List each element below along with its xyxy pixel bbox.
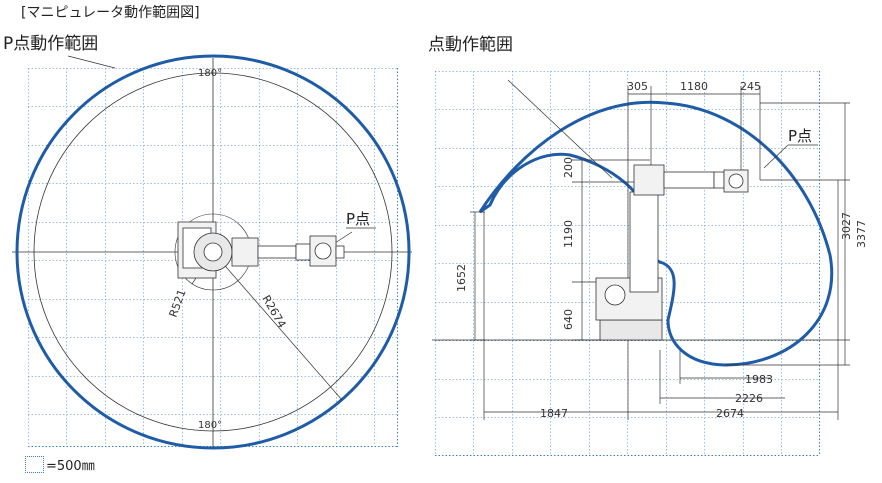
left-top-view: 180° 180° P点 R521 R2674: [12, 54, 412, 450]
right-left-dim-3: 640: [562, 309, 575, 330]
right-top-dim-3: 245: [740, 80, 761, 93]
right-bottom-dim-3: 1847: [540, 407, 568, 420]
legend: =500㎜: [25, 455, 95, 474]
left-robot-top-view: [177, 221, 345, 279]
right-top-dim-2: 1180: [680, 80, 708, 93]
legend-label: =500㎜: [46, 459, 95, 474]
right-left-dim-1: 200: [562, 157, 575, 178]
right-far-left-dim: 1652: [455, 264, 468, 292]
right-right-dim-2: 3377: [855, 220, 868, 248]
legend-grid-swatch: [25, 456, 44, 473]
page-title: [マニピュレータ動作範囲図]: [21, 5, 200, 21]
right-bottom-dim-1: 1983: [745, 373, 773, 386]
left-view-title: P点動作範囲: [3, 34, 99, 54]
right-bottom-dim-4: 2674: [716, 407, 744, 420]
right-right-dim-1: 3027: [840, 212, 853, 240]
right-robot-side-view: [595, 164, 749, 341]
left-inner-circle: [33, 72, 393, 432]
right-view-title: 点動作範囲: [428, 35, 513, 55]
left-outer-envelope: [15, 54, 411, 450]
right-bottom-dim-2: 2226: [735, 392, 763, 405]
right-left-dim-2: 1190: [562, 220, 575, 248]
left-angle-top: 180°: [198, 68, 222, 79]
right-grid: [435, 71, 820, 456]
left-angle-bottom: 180°: [198, 420, 222, 431]
right-top-dim-1: 305: [627, 80, 648, 93]
right-side-view: 305 1180 245 200 1190 640 1652 3027 3377…: [432, 71, 868, 456]
left-p-point-label: P点: [346, 210, 370, 228]
right-p-point-label: P点: [788, 127, 812, 145]
right-envelope: [478, 100, 834, 367]
